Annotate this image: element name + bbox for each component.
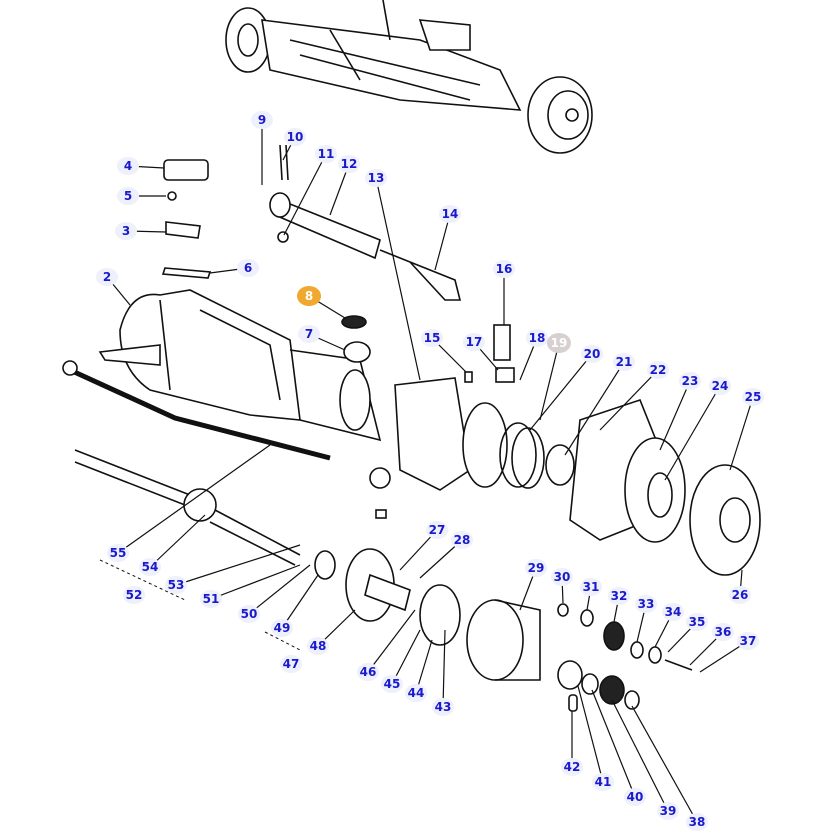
leader-line-21 (564, 361, 625, 456)
leader-line-19 (539, 342, 560, 421)
part-callout-25[interactable]: 25 (742, 388, 764, 406)
part-callout-53[interactable]: 53 (165, 576, 187, 594)
axle-assembly-overview (225, 0, 593, 154)
part-callout-17[interactable]: 17 (463, 333, 485, 351)
leader-line-39 (611, 699, 669, 812)
part-callout-28[interactable]: 28 (451, 531, 473, 549)
leader-line-46 (367, 609, 416, 673)
part-callout-27[interactable]: 27 (426, 521, 448, 539)
part-callout-49[interactable]: 49 (271, 619, 293, 637)
part-callout-46[interactable]: 46 (357, 663, 379, 681)
leader-line-25 (729, 396, 754, 471)
part-callout-40[interactable]: 40 (624, 788, 646, 806)
part-callout-2[interactable]: 2 (96, 268, 118, 286)
leader-line-54 (149, 514, 206, 568)
leader-line-11 (283, 153, 327, 236)
part-callout-22[interactable]: 22 (647, 361, 669, 379)
bracket-lines (99, 559, 301, 651)
part-callout-11[interactable]: 11 (315, 145, 337, 163)
part-callout-10[interactable]: 10 (284, 128, 306, 146)
hub-assembly (462, 399, 761, 576)
part-callout-29[interactable]: 29 (525, 559, 547, 577)
part-callout-20[interactable]: 20 (581, 345, 603, 363)
part-callout-32[interactable]: 32 (608, 587, 630, 605)
leader-line-20 (529, 353, 593, 431)
leader-lines (106, 120, 754, 823)
part-callout-39[interactable]: 39 (657, 802, 679, 820)
part-callout-38[interactable]: 38 (686, 813, 708, 831)
part-callout-44[interactable]: 44 (405, 684, 427, 702)
part-callout-23[interactable]: 23 (679, 372, 701, 390)
part-callout-19[interactable]: 19 (547, 333, 571, 353)
leader-line-23 (659, 380, 691, 451)
part-callout-26[interactable]: 26 (729, 586, 751, 604)
part-callout-54[interactable]: 54 (139, 558, 161, 576)
tie-rod (62, 360, 391, 519)
part-callout-35[interactable]: 35 (686, 613, 708, 631)
part-callout-31[interactable]: 31 (580, 578, 602, 596)
leader-line-49 (281, 574, 319, 629)
part-callout-13[interactable]: 13 (365, 169, 387, 187)
part-callout-43[interactable]: 43 (432, 698, 454, 716)
part-callout-50[interactable]: 50 (238, 605, 260, 623)
part-callout-48[interactable]: 48 (307, 637, 329, 655)
part-callout-14[interactable]: 14 (439, 205, 461, 223)
steering-cylinder (269, 144, 462, 301)
part-callout-30[interactable]: 30 (551, 568, 573, 586)
part-callout-55[interactable]: 55 (107, 544, 129, 562)
leader-line-14 (434, 213, 451, 271)
part-callout-12[interactable]: 12 (338, 155, 360, 173)
part-callout-9[interactable]: 9 (251, 111, 273, 129)
kingpin-parts (161, 159, 515, 383)
part-callout-42[interactable]: 42 (561, 758, 583, 776)
part-callout-16[interactable]: 16 (493, 260, 515, 278)
leader-line-55 (117, 444, 271, 554)
leader-line-38 (631, 705, 698, 823)
leader-line-51 (210, 564, 301, 600)
halfshaft (74, 449, 541, 681)
part-callout-3[interactable]: 3 (115, 222, 137, 240)
leader-line-50 (248, 564, 311, 615)
part-callout-52[interactable]: 52 (123, 586, 145, 604)
part-callout-24[interactable]: 24 (709, 377, 731, 395)
part-callout-34[interactable]: 34 (662, 603, 684, 621)
part-callout-33[interactable]: 33 (635, 595, 657, 613)
part-callout-37[interactable]: 37 (737, 632, 759, 650)
leader-line-41 (577, 685, 604, 783)
part-callout-15[interactable]: 15 (421, 329, 443, 347)
part-callout-36[interactable]: 36 (712, 623, 734, 641)
leader-line-53 (175, 544, 301, 586)
part-callout-7[interactable]: 7 (298, 325, 320, 343)
part-callout-8[interactable]: 8 (297, 286, 321, 306)
part-callout-51[interactable]: 51 (200, 590, 222, 608)
planetary-gears (557, 603, 693, 712)
part-callout-41[interactable]: 41 (592, 773, 614, 791)
axle-housing (98, 289, 471, 491)
part-callout-21[interactable]: 21 (613, 353, 635, 371)
part-callout-4[interactable]: 4 (117, 157, 139, 175)
leader-line-40 (591, 689, 636, 798)
leader-line-43 (442, 629, 446, 708)
part-callout-5[interactable]: 5 (117, 187, 139, 205)
part-callout-6[interactable]: 6 (237, 259, 259, 277)
leader-line-24 (664, 385, 721, 481)
part-callout-47[interactable]: 47 (280, 655, 302, 673)
leader-line-13 (375, 177, 421, 381)
part-callout-45[interactable]: 45 (381, 675, 403, 693)
leader-line-22 (599, 369, 659, 431)
part-callout-18[interactable]: 18 (526, 329, 548, 347)
